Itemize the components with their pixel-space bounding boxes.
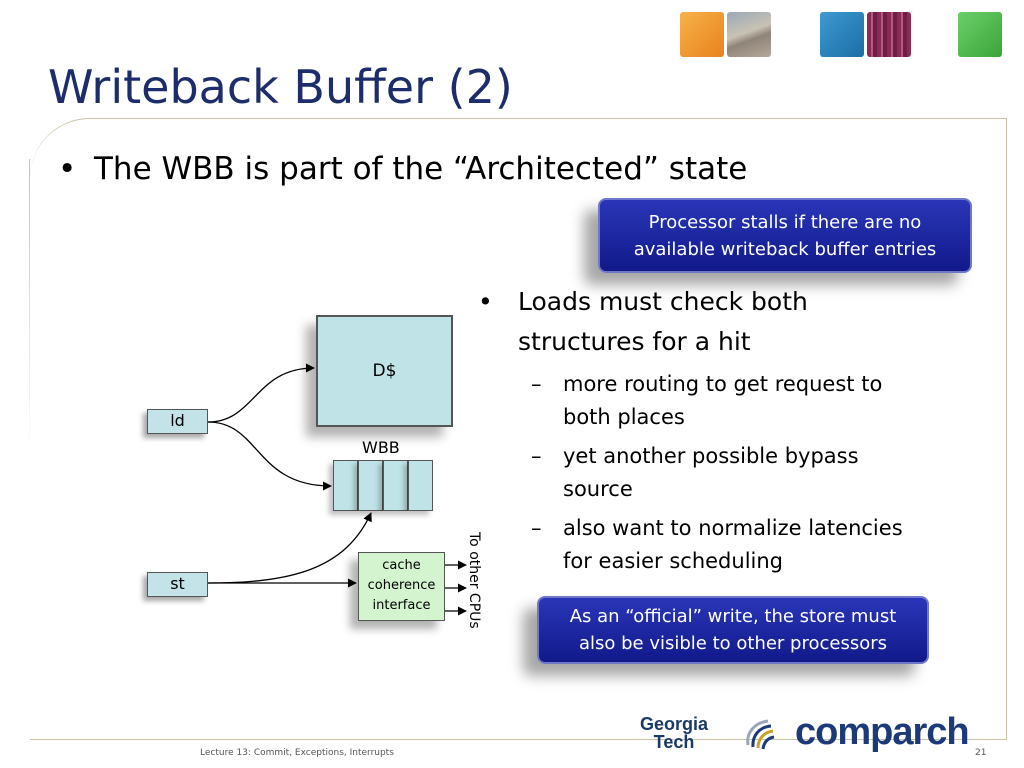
dash-marker: – (531, 372, 542, 396)
to-other-cpus-label: To other CPUs (466, 532, 482, 629)
header-tile-photo-building (727, 12, 771, 57)
wbb-entry (408, 460, 433, 511)
comparch-logo: comparch (795, 711, 970, 753)
load-box: ld (147, 409, 208, 434)
header-tile-photo-chip (867, 12, 911, 57)
sub-bullet-latencies-line-2: for easier scheduling (563, 549, 784, 573)
callout-write-line-1: As an “official” write, the store must (569, 606, 897, 627)
wbb-entry (383, 460, 408, 511)
right-bullet-list: • Loads must check both structures for a… (478, 282, 958, 578)
callout-stall: Processor stalls if there are no availab… (598, 198, 972, 273)
header-tile-blue (820, 12, 864, 57)
sub-bullet-bypass: – yet another possible bypass source (478, 440, 958, 506)
data-cache-label: D$ (372, 361, 397, 381)
callout-official-write: As an “official” write, the store must a… (537, 596, 929, 664)
dash-marker: – (531, 444, 542, 468)
sub-bullet-latencies: – also want to normalize latencies for e… (478, 512, 958, 578)
georgia-tech-logo-line-2: Tech (653, 732, 695, 752)
georgia-tech-logo: Georgia Tech (640, 715, 708, 751)
sub-bullet-bypass-line-2: source (563, 477, 633, 501)
coherence-line-1: cache (382, 558, 421, 573)
data-cache-box: D$ (316, 315, 453, 427)
coherence-line-3: interface (372, 598, 431, 613)
wbb-entry (333, 460, 358, 511)
page-number: 21 (975, 748, 987, 758)
bullet-dot: • (58, 151, 77, 187)
callout-stall-line-2: available writeback buffer entries (633, 239, 937, 260)
sub-bullet-latencies-line-1: also want to normalize latencies (563, 516, 903, 540)
dash-marker: – (531, 516, 542, 540)
swirl-logo-icon (746, 719, 775, 750)
bullet-dot: • (478, 287, 493, 316)
header-tile-green (958, 12, 1002, 57)
coherence-line-2: coherence (367, 578, 436, 593)
header-tile-orange (680, 12, 724, 57)
wbb-label: WBB (362, 438, 400, 457)
sub-bullet-bypass-line-1: yet another possible bypass (563, 444, 859, 468)
sub-bullet-routing-line-2: both places (563, 405, 685, 429)
store-box: st (147, 572, 208, 597)
callout-stall-line-1: Processor stalls if there are no (648, 212, 922, 233)
coherence-interface-box: cache coherence interface (358, 552, 445, 621)
loads-bullet-line-1: Loads must check both (518, 287, 808, 316)
loads-bullet-line-2: structures for a hit (518, 327, 751, 356)
georgia-tech-logo-line-1: Georgia (640, 714, 709, 734)
wbb-entry (358, 460, 383, 511)
sub-bullet-routing-line-1: more routing to get request to (563, 372, 883, 396)
main-bullet-text: The WBB is part of the “Architected” sta… (94, 151, 748, 187)
sub-bullet-routing: – more routing to get request to both pl… (478, 368, 958, 434)
slide-title: Writeback Buffer (2) (48, 60, 513, 114)
callout-write-line-2: also be visible to other processors (578, 633, 888, 654)
content-frame (29, 118, 1007, 740)
main-bullet: • The WBB is part of the “Architected” st… (58, 150, 747, 188)
loads-bullet: • Loads must check both structures for a… (478, 282, 958, 362)
footer-lecture-title: Lecture 13: Commit, Exceptions, Interrup… (200, 748, 394, 758)
